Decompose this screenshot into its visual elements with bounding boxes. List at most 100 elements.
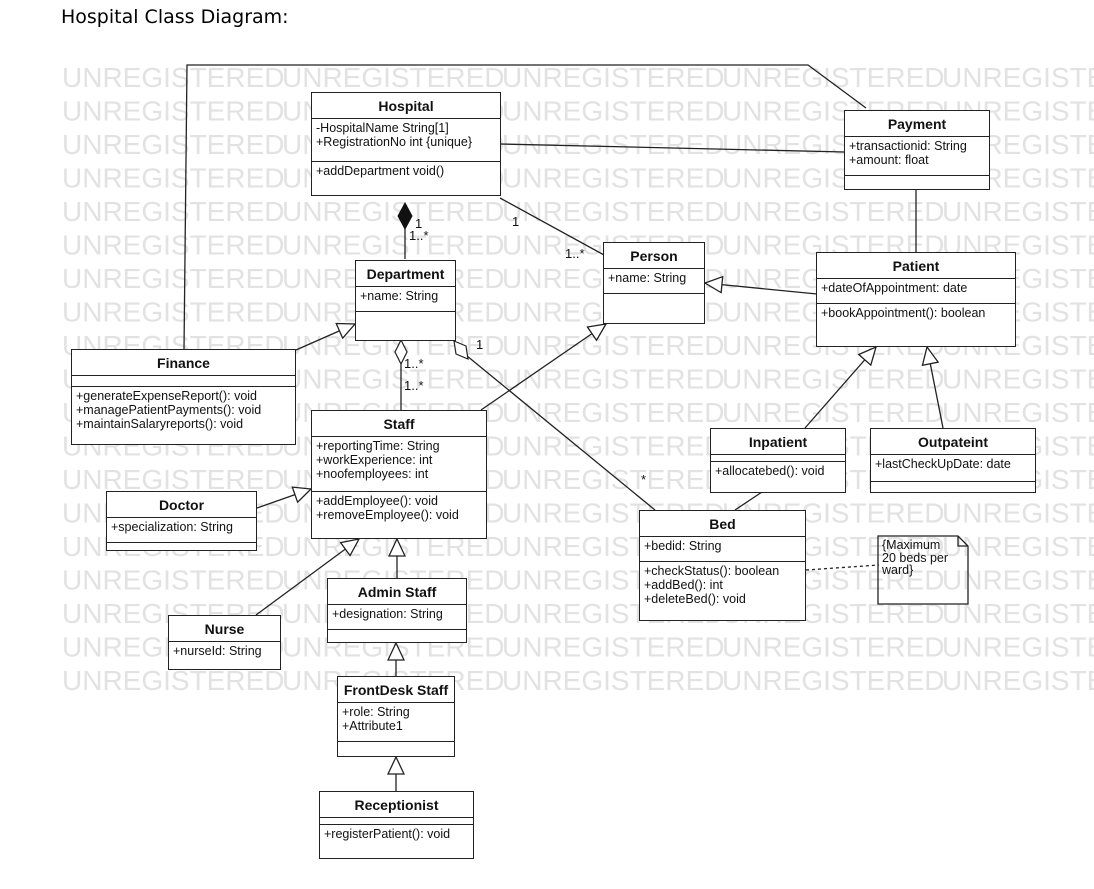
watermark-text: UNREGISTERED <box>62 565 284 596</box>
class-name: Hospital <box>378 98 434 114</box>
multiplicity-label: * <box>641 472 647 487</box>
attributes-compartment: +designation: String <box>328 604 466 629</box>
attributes-compartment: +nurseId: String <box>169 641 280 666</box>
watermark-text: UNREGISTERED <box>62 129 284 160</box>
watermark-text: UNREGISTERED <box>502 196 724 227</box>
class-name: Patient <box>892 258 940 274</box>
watermark-text: UNREGISTERED <box>502 62 724 93</box>
operation: +deleteBed(): void <box>644 592 746 606</box>
watermark-text: UNREGISTERED <box>942 397 1094 428</box>
attributes-compartment: -HospitalName String[1] +RegistrationNo … <box>312 118 500 161</box>
class-name: Department <box>366 266 445 282</box>
attributes-compartment: +role: String +Attribute1 <box>338 702 454 741</box>
attribute: +role: String <box>342 705 410 719</box>
attribute: +nurseId: String <box>173 644 262 658</box>
attributes-compartment: +transactionid: String +amount: float <box>845 136 989 175</box>
operations-compartment: +addEmployee(): void +removeEmployee(): … <box>312 491 486 524</box>
operation: +addEmployee(): void <box>316 494 438 508</box>
watermark-text: UNREGISTERED <box>62 96 284 127</box>
attributes-compartment: +lastCheckUpDate: date <box>871 454 1035 481</box>
note-anchor-bed <box>805 564 880 571</box>
watermark-text: UNREGISTERED <box>62 464 284 495</box>
operations-compartment <box>845 175 989 180</box>
attribute: +RegistrationNo int {unique} <box>316 135 473 149</box>
class-doctor[interactable]: Doctor +specialization: String <box>106 491 257 551</box>
watermark-text: UNREGISTERED <box>942 196 1094 227</box>
watermark-text: UNREGISTERED <box>282 230 504 261</box>
attribute: +specialization: String <box>111 520 233 534</box>
assoc-hospital-payment <box>499 143 846 153</box>
assoc-finance-payment <box>183 64 867 351</box>
class-inpatient[interactable]: Inpatient +allocatebed(): void <box>710 428 846 493</box>
inherit-nurse-staff <box>255 539 359 616</box>
watermark-text: UNREGISTERED <box>942 565 1094 596</box>
watermark-text: UNREGISTERED <box>62 163 284 194</box>
class-name: FrontDesk Staff <box>343 682 449 698</box>
class-name: Payment <box>887 116 947 132</box>
class-bed[interactable]: Bed +bedid: String +checkStatus(): boole… <box>639 510 806 621</box>
class-name: Inpatient <box>748 434 808 450</box>
class-nurse[interactable]: Nurse +nurseId: String <box>168 615 281 670</box>
operations-compartment: +allocatebed(): void <box>711 461 845 480</box>
inherit-inpatient-patient <box>804 347 876 429</box>
watermark-text: UNREGISTERED <box>502 96 724 127</box>
inherit-doctor-staff <box>256 489 311 509</box>
attribute: +amount: float <box>849 153 929 167</box>
operations-compartment: +generateExpenseReport(): void +managePa… <box>72 386 295 433</box>
multiplicity-label: 1 <box>415 216 423 231</box>
class-name: Admin Staff <box>357 584 437 600</box>
class-patient[interactable]: Patient +dateOfAppointment: date +bookAp… <box>816 252 1016 347</box>
class-name: Staff <box>383 416 415 432</box>
watermark-text: UNREGISTERED <box>942 62 1094 93</box>
operations-compartment: +checkStatus(): boolean +addBed(): int +… <box>640 561 805 608</box>
watermark-text: UNREGISTERED <box>282 364 504 395</box>
class-department[interactable]: Department +name: String <box>355 260 456 341</box>
operations-compartment <box>107 542 256 547</box>
watermark-text: UNREGISTERED <box>942 665 1094 696</box>
class-admin-staff[interactable]: Admin Staff +designation: String <box>327 578 467 643</box>
attributes-compartment: +dateOfAppointment: date <box>817 278 1015 303</box>
class-frontdesk-staff[interactable]: FrontDesk Staff +role: String +Attribute… <box>337 676 455 757</box>
class-hospital[interactable]: Hospital -HospitalName String[1] +Regist… <box>311 92 501 196</box>
operation: +bookAppointment(): boolean <box>821 306 986 320</box>
watermark-text: UNREGISTERED <box>502 397 724 428</box>
class-name: Bed <box>709 516 736 532</box>
class-outpatient[interactable]: Outpateint +lastCheckUpDate: date <box>870 428 1036 493</box>
operation: +removeEmployee(): void <box>316 508 459 522</box>
attribute: +dateOfAppointment: date <box>821 281 968 295</box>
watermark-text: UNREGISTERED <box>722 397 944 428</box>
attributes-compartment: +name: String <box>356 286 455 311</box>
class-receptionist[interactable]: Receptionist +registerPatient(): void <box>319 791 474 859</box>
class-name: Finance <box>157 355 210 371</box>
class-payment[interactable]: Payment +transactionid: String +amount: … <box>844 110 990 190</box>
composition-diamond <box>397 201 413 231</box>
watermark-text: UNREGISTERED <box>502 632 724 663</box>
attributes-compartment <box>320 817 473 824</box>
watermark-text: UNREGISTERED <box>722 196 944 227</box>
watermark-text: UNREGISTERED <box>282 196 504 227</box>
class-person[interactable]: Person +name: String <box>603 242 705 324</box>
aggregation-diamond-bed <box>453 340 469 360</box>
class-name: Nurse <box>204 621 245 637</box>
attributes-compartment: +bedid: String <box>640 536 805 561</box>
multiplicity-label: 1..* <box>404 378 424 393</box>
watermark-text: UNREGISTERED <box>942 598 1094 629</box>
watermark-text: UNREGISTERED <box>62 62 284 93</box>
watermark-text: UNREGISTERED <box>722 62 944 93</box>
class-finance[interactable]: Finance +generateExpenseReport(): void +… <box>71 349 296 445</box>
watermark-text: UNREGISTERED <box>502 330 724 361</box>
inherit-outpatient-patient <box>927 347 944 429</box>
attribute: +noofemployees: int <box>316 467 429 481</box>
operations-compartment: +bookAppointment(): boolean <box>817 303 1015 322</box>
operations-compartment: +registerPatient(): void <box>320 824 473 843</box>
attribute: +lastCheckUpDate: date <box>875 457 1011 471</box>
operations-compartment: +addDepartment void() <box>312 161 500 180</box>
assoc-inpatient-bed <box>734 491 763 511</box>
constraint-note: {Maximum 20 beds per ward} <box>882 538 949 577</box>
multiplicity-label: 1..* <box>404 356 424 371</box>
attributes-compartment <box>72 375 295 386</box>
class-staff[interactable]: Staff +reportingTime: String +workExperi… <box>311 410 487 539</box>
class-name: Receptionist <box>354 797 439 813</box>
attributes-compartment: +reportingTime: String +workExperience: … <box>312 436 486 491</box>
operation: +managePatientPayments(): void <box>76 403 262 417</box>
